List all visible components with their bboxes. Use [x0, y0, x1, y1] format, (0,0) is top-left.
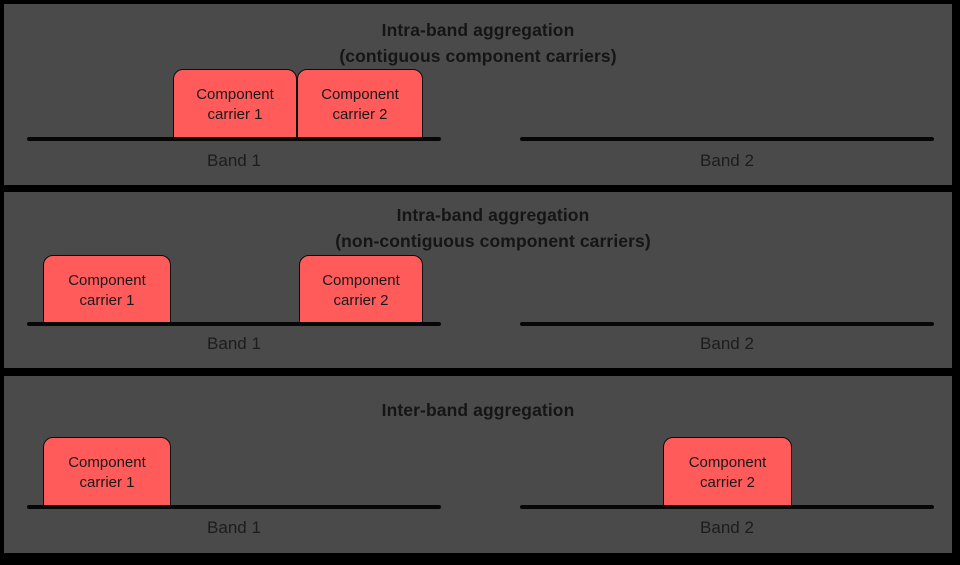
band-1-line [27, 322, 441, 326]
panel-title-line1: Intra-band aggregation [381, 20, 575, 40]
panel-title: Intra-band aggregation (non-contiguous c… [19, 202, 960, 254]
band-2-line [520, 322, 934, 326]
band-1-label: Band 1 [207, 334, 261, 353]
band-1-line [27, 137, 441, 141]
band-1-line [27, 505, 441, 509]
component-carrier-1-box: Component carrier 1 [173, 69, 297, 141]
panel-title-line1: Intra-band aggregation [396, 205, 590, 225]
panel-title-line2: (contiguous component carriers) [339, 46, 617, 66]
band-2-label: Band 2 [700, 518, 754, 537]
panel-title-line1: Inter-band aggregation [381, 400, 575, 420]
panel-inter-band: Inter-band aggregation Component carrier… [4, 376, 952, 553]
panel-intra-band-contiguous: Intra-band aggregation (contiguous compo… [4, 4, 952, 185]
panel-title: Inter-band aggregation [4, 397, 952, 423]
component-carrier-2-box: Component carrier 2 [299, 255, 423, 326]
component-carrier-1-box: Component carrier 1 [43, 255, 171, 326]
band-1-label: Band 1 [207, 151, 261, 170]
component-carrier-2-box: Component carrier 2 [663, 437, 792, 509]
panel-title-line2: (non-contiguous component carriers) [335, 231, 651, 251]
band-2-label: Band 2 [700, 151, 754, 170]
panel-intra-band-non-contiguous: Intra-band aggregation (non-contiguous c… [4, 192, 952, 368]
component-carrier-1-box: Component carrier 1 [43, 437, 171, 509]
component-carrier-2-box: Component carrier 2 [297, 69, 423, 141]
panel-title: Intra-band aggregation (contiguous compo… [4, 17, 952, 69]
band-2-line [520, 505, 934, 509]
band-2-line [520, 137, 934, 141]
band-2-label: Band 2 [700, 334, 754, 353]
band-1-label: Band 1 [207, 518, 261, 537]
